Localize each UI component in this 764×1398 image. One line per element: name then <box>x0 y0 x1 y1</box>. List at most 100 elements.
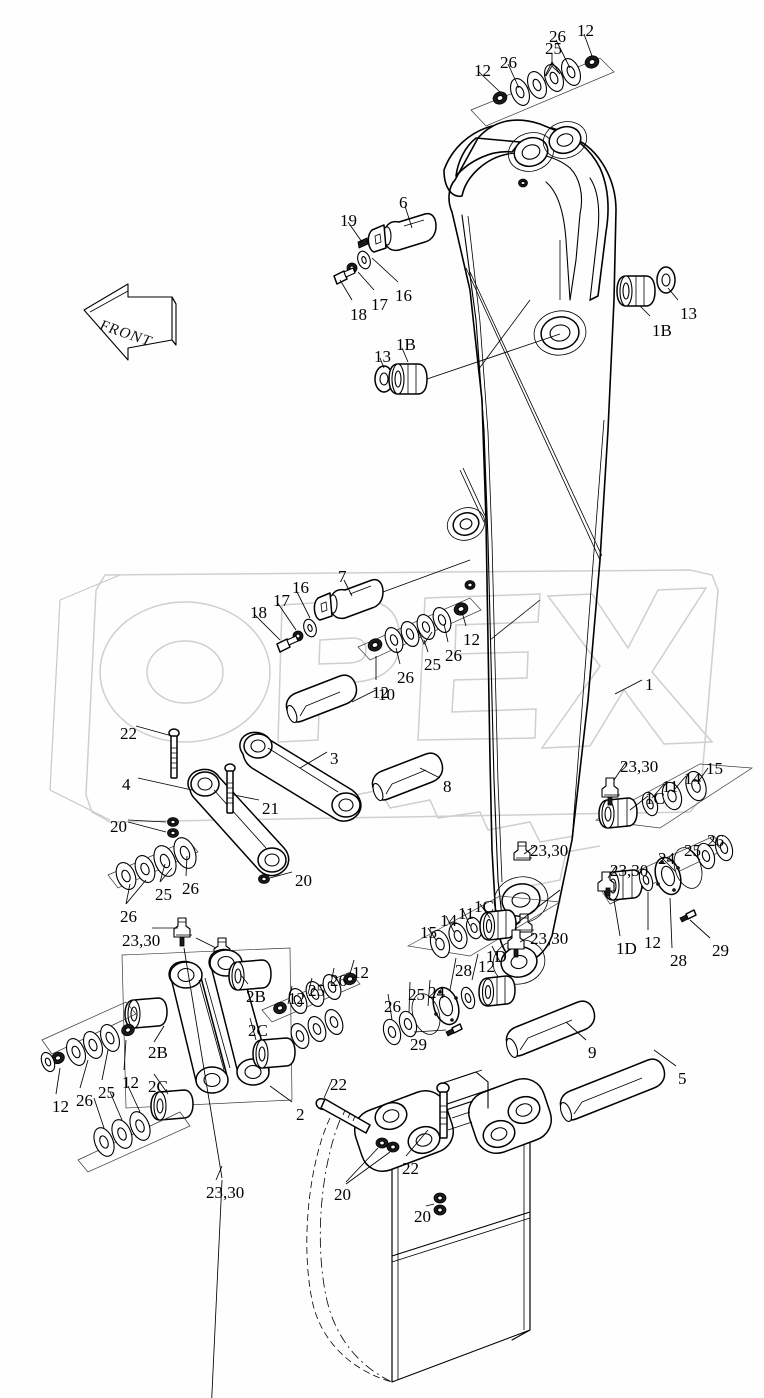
grease-fitting-23-30-right-a <box>601 777 620 806</box>
bucket-assembly <box>306 1069 552 1383</box>
grease-fitting-23-30-center <box>507 929 525 958</box>
washer-group-left-upper <box>107 837 199 890</box>
callout-2B: 2B <box>148 1043 168 1062</box>
callout-7: 7 <box>338 567 347 586</box>
callout-23-30: 23,30 <box>122 931 161 950</box>
callout-16: 16 <box>395 286 412 305</box>
callout-20: 20 <box>110 817 127 836</box>
callout-12: 12 <box>288 989 305 1008</box>
callout-26: 26 <box>397 668 414 687</box>
cluster-center-right <box>382 889 562 1046</box>
callout-17: 17 <box>273 591 290 610</box>
callout-1B: 1B <box>396 335 416 354</box>
cluster-right-upper <box>594 763 754 829</box>
link-2 <box>121 947 296 1121</box>
callout-12: 12 <box>52 1097 69 1116</box>
callout-1D: 1D <box>616 939 637 958</box>
callout-2B: 2B <box>246 987 266 1006</box>
seal-group-left <box>40 1051 56 1073</box>
grease-fitting-arm-a <box>513 841 532 861</box>
pin-9 <box>505 1000 596 1059</box>
callout-15: 15 <box>706 759 723 778</box>
callout-2C: 2C <box>148 1077 168 1096</box>
callout-24: 24 <box>658 849 675 868</box>
callout-28: 28 <box>670 951 687 970</box>
washer-cluster-lower-left <box>41 1001 191 1173</box>
pin-8 <box>371 752 444 802</box>
callout-25: 25 <box>424 655 441 674</box>
callout-12: 12 <box>352 963 369 982</box>
callout-26: 26 <box>330 971 347 990</box>
bolt-22-bucket-right <box>436 1082 450 1139</box>
callout-26: 26 <box>500 53 517 72</box>
pin-6-assembly <box>333 212 437 285</box>
callout-1: 1 <box>645 675 654 694</box>
callout-22: 22 <box>402 1159 419 1178</box>
bolt-22-upper <box>168 728 180 779</box>
pin-5 <box>559 1058 666 1123</box>
washer-stack-link2-right <box>261 971 361 1023</box>
callout-2: 2 <box>296 1105 305 1124</box>
callout-11: 11 <box>458 904 475 923</box>
callout-20: 20 <box>295 871 312 890</box>
callout-20: 20 <box>334 1185 351 1204</box>
washer-stack-top <box>470 55 615 127</box>
callout-1D: 1D <box>486 947 507 966</box>
grease-fitting-23-30-left-a <box>173 917 192 947</box>
callout-26: 26 <box>120 907 137 926</box>
pin-7-assembly <box>276 559 471 653</box>
callout-12: 12 <box>644 933 661 952</box>
callout-26: 26 <box>182 879 199 898</box>
callout-26: 26 <box>384 997 401 1016</box>
front-arrow-icon <box>83 283 177 361</box>
callout-26: 26 <box>445 646 462 665</box>
callout-12: 12 <box>122 1073 139 1092</box>
grease-fitting-20-left <box>167 817 179 838</box>
callout-23-30: 23,30 <box>206 1183 245 1202</box>
callout-12: 12 <box>463 630 480 649</box>
callout-17: 17 <box>371 295 388 314</box>
bolt-21 <box>224 763 236 814</box>
callout-23-30: 23,30 <box>620 757 659 776</box>
grease-fitting-20-bucket-a <box>375 1137 400 1153</box>
callout-25: 25 <box>98 1083 115 1102</box>
bushing-1b-right <box>616 266 676 307</box>
callout-25: 25 <box>155 885 172 904</box>
callout-23-30: 23,30 <box>610 861 649 880</box>
callout-13: 13 <box>374 347 391 366</box>
callout-3: 3 <box>330 749 339 768</box>
callout-8: 8 <box>443 777 452 796</box>
pin-10 <box>285 674 358 724</box>
callout-1C: 1C <box>645 789 665 808</box>
callout-14: 14 <box>684 769 701 788</box>
callout-23-30: 23,30 <box>530 841 569 860</box>
callout-25: 25 <box>545 39 562 58</box>
callout-26: 26 <box>707 831 724 850</box>
callout-5: 5 <box>678 1069 687 1088</box>
callout-23-30: 23,30 <box>530 929 569 948</box>
callout-2C: 2C <box>248 1021 268 1040</box>
callout-14: 14 <box>440 911 457 930</box>
callout-25: 25 <box>308 981 325 1000</box>
callout-15: 15 <box>420 923 437 942</box>
callout-29: 29 <box>712 941 729 960</box>
callout-18: 18 <box>350 305 367 324</box>
callout-22: 22 <box>330 1075 347 1094</box>
callout-11: 11 <box>662 777 679 796</box>
washer-stack-mid <box>357 597 482 661</box>
callout-26: 26 <box>76 1091 93 1110</box>
callout-29: 29 <box>410 1035 427 1054</box>
callout-4: 4 <box>122 775 131 794</box>
callout-12: 12 <box>577 21 594 40</box>
callout-10: 10 <box>378 685 395 704</box>
callout-6: 6 <box>399 193 408 212</box>
callout-9: 9 <box>588 1043 597 1062</box>
watermark-opex <box>49 569 719 891</box>
callout-20: 20 <box>414 1207 431 1226</box>
callout-18: 18 <box>250 603 267 622</box>
callout-13: 13 <box>680 304 697 323</box>
callout-28: 28 <box>455 961 472 980</box>
callout-1B: 1B <box>652 321 672 340</box>
callout-25: 25 <box>408 985 425 1004</box>
